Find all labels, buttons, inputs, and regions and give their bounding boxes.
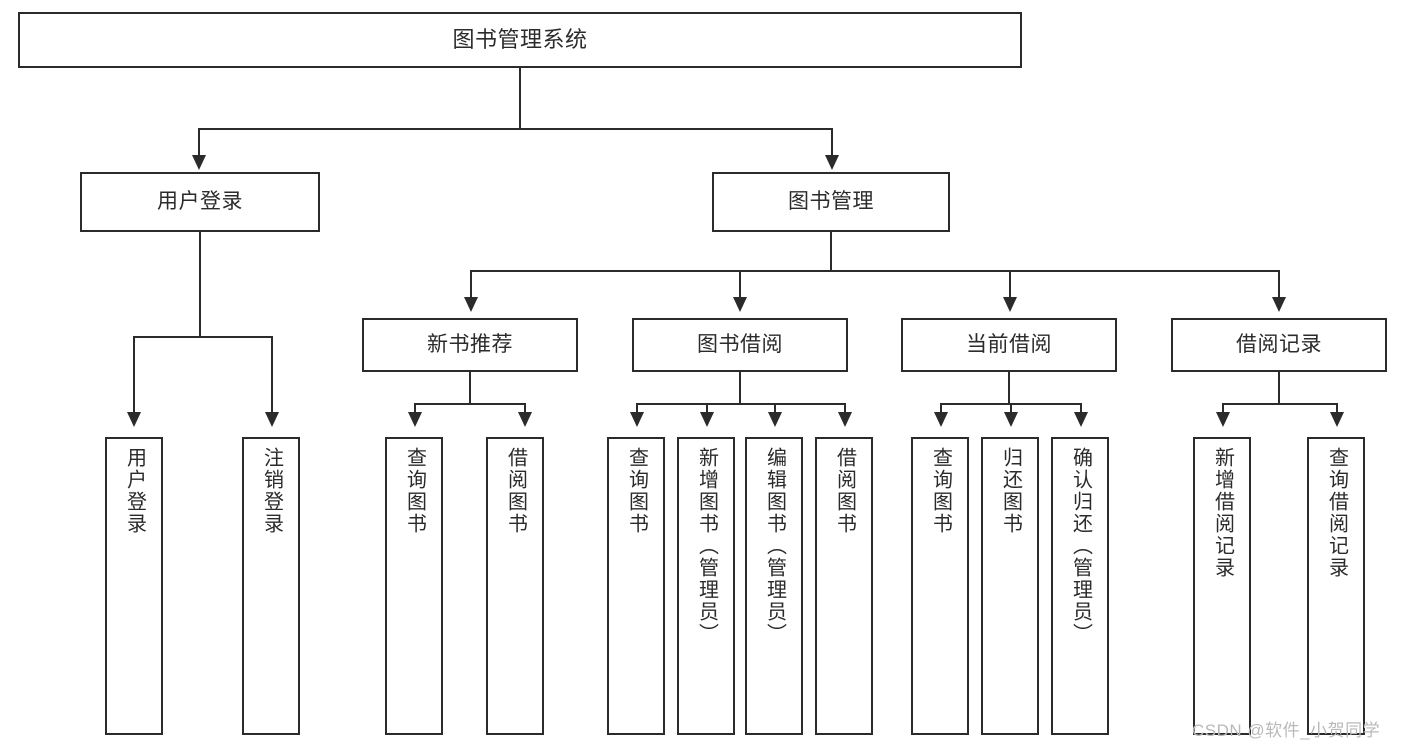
connector-book-manage-trunk	[830, 232, 832, 270]
node-book-borrow[interactable]: 图书借阅	[632, 318, 848, 372]
connector-borrow-record-trunk	[1278, 372, 1280, 403]
connector-user-login-trunk	[199, 232, 201, 336]
leaf-new-book-borrow[interactable]: 借阅图书	[486, 437, 544, 735]
connector-new-book-trunk	[469, 372, 471, 403]
node-label: 图书管理系统	[452, 27, 588, 53]
node-label: 查询借阅记录	[1325, 447, 1348, 579]
connector-book-borrow-bus	[636, 403, 844, 405]
arrow-new-book-leaf-2	[518, 412, 532, 427]
connector-book-borrow-leaf-1	[636, 403, 638, 414]
arrow-current-borrow-leaf-3	[1074, 412, 1088, 427]
connector-current-borrow-leaf-3	[1080, 403, 1082, 414]
connector-user-login-bus	[133, 336, 271, 338]
node-label: 编辑图书（管理员）	[763, 447, 786, 645]
node-root-library-system[interactable]: 图书管理系统	[18, 12, 1022, 68]
node-label: 归还图书	[999, 447, 1022, 535]
arrow-new-book-leaf-1	[408, 412, 422, 427]
node-label: 确认归还（管理员）	[1069, 447, 1092, 645]
arrow-root-to-user-login	[192, 155, 206, 170]
node-label: 查询图书	[625, 447, 648, 535]
node-label: 借阅记录	[1236, 332, 1322, 356]
node-label: 图书借阅	[697, 332, 783, 356]
connector-current-borrow-leaf-1	[940, 403, 942, 414]
leaf-user-login-signin[interactable]: 用户登录	[105, 437, 163, 735]
node-current-borrow[interactable]: 当前借阅	[901, 318, 1117, 372]
connector-new-book-bus	[414, 403, 524, 405]
leaf-current-borrow-return[interactable]: 归还图书	[981, 437, 1039, 735]
node-label: 新书推荐	[427, 332, 513, 356]
connector-to-new-book	[470, 270, 472, 300]
node-label: 新增借阅记录	[1211, 447, 1234, 579]
leaf-book-borrow-edit[interactable]: 编辑图书（管理员）	[745, 437, 803, 735]
leaf-new-book-query[interactable]: 查询图书	[385, 437, 443, 735]
node-borrow-record[interactable]: 借阅记录	[1171, 318, 1387, 372]
node-label: 图书管理	[788, 189, 874, 213]
connector-borrow-record-leaf-1	[1222, 403, 1224, 414]
arrow-book-borrow-leaf-1	[630, 412, 644, 427]
connector-book-borrow-leaf-3	[774, 403, 776, 414]
arrow-to-book-borrow	[733, 297, 747, 312]
arrow-user-login-leaf-2	[265, 412, 279, 427]
arrow-book-borrow-leaf-2	[700, 412, 714, 427]
connector-root-trunk	[519, 68, 521, 128]
connector-book-manage-bus	[470, 270, 1278, 272]
arrow-user-login-leaf-1	[127, 412, 141, 427]
node-new-book-recommend[interactable]: 新书推荐	[362, 318, 578, 372]
node-label: 新增图书（管理员）	[695, 447, 718, 645]
arrow-book-borrow-leaf-4	[838, 412, 852, 427]
node-book-management[interactable]: 图书管理	[712, 172, 950, 232]
connector-borrow-record-leaf-2	[1336, 403, 1338, 414]
connector-to-book-borrow	[739, 270, 741, 300]
leaf-book-borrow-query[interactable]: 查询图书	[607, 437, 665, 735]
node-label: 当前借阅	[966, 332, 1052, 356]
leaf-current-borrow-confirm-return[interactable]: 确认归还（管理员）	[1051, 437, 1109, 735]
arrow-borrow-record-leaf-1	[1216, 412, 1230, 427]
connector-root-to-book-manage	[831, 128, 833, 158]
leaf-borrow-record-query[interactable]: 查询借阅记录	[1307, 437, 1365, 735]
connector-user-login-leaf-1	[133, 336, 135, 414]
connector-borrow-record-bus	[1222, 403, 1336, 405]
arrow-root-to-book-manage	[825, 155, 839, 170]
node-label: 注销登录	[260, 447, 283, 535]
arrow-current-borrow-leaf-1	[934, 412, 948, 427]
node-label: 查询图书	[929, 447, 952, 535]
arrow-to-new-book	[464, 297, 478, 312]
connector-book-borrow-leaf-4	[844, 403, 846, 414]
connector-to-current-borrow	[1009, 270, 1011, 300]
connector-current-borrow-leaf-2	[1010, 403, 1012, 414]
leaf-user-login-signout[interactable]: 注销登录	[242, 437, 300, 735]
arrow-to-borrow-record	[1272, 297, 1286, 312]
connector-current-borrow-trunk	[1008, 372, 1010, 403]
connector-user-login-leaf-2	[271, 336, 273, 414]
node-label: 借阅图书	[833, 447, 856, 535]
leaf-book-borrow-add[interactable]: 新增图书（管理员）	[677, 437, 735, 735]
arrow-current-borrow-leaf-2	[1004, 412, 1018, 427]
connector-book-borrow-trunk	[739, 372, 741, 403]
leaf-book-borrow-borrow[interactable]: 借阅图书	[815, 437, 873, 735]
connector-book-borrow-leaf-2	[706, 403, 708, 414]
connector-root-bus	[198, 128, 832, 130]
node-label: 用户登录	[123, 447, 146, 535]
node-user-login[interactable]: 用户登录	[80, 172, 320, 232]
leaf-borrow-record-add[interactable]: 新增借阅记录	[1193, 437, 1251, 735]
leaf-current-borrow-query[interactable]: 查询图书	[911, 437, 969, 735]
connector-new-book-leaf-2	[524, 403, 526, 414]
arrow-to-current-borrow	[1003, 297, 1017, 312]
node-label: 查询图书	[403, 447, 426, 535]
connector-to-borrow-record	[1278, 270, 1280, 300]
node-label: 用户登录	[157, 189, 243, 213]
node-label: 借阅图书	[504, 447, 527, 535]
connector-root-to-user-login	[198, 128, 200, 158]
connector-new-book-leaf-1	[414, 403, 416, 414]
arrow-borrow-record-leaf-2	[1330, 412, 1344, 427]
arrow-book-borrow-leaf-3	[768, 412, 782, 427]
